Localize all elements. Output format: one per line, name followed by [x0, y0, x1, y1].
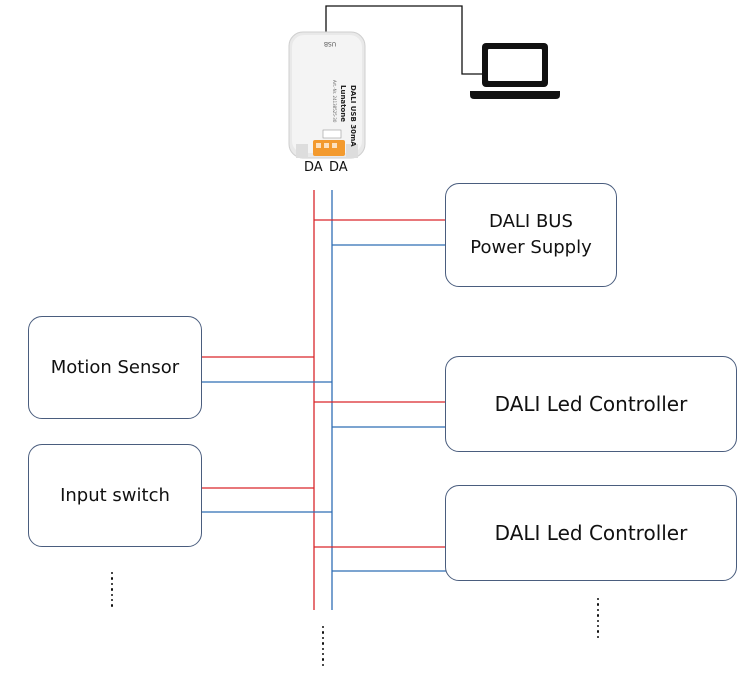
device-article-text: Art.-Nr. 24138525-30: [332, 80, 337, 123]
power-supply-line2: Power Supply: [470, 237, 592, 258]
terminal-label-da-2: DA: [329, 160, 348, 175]
motion-sensor-label: Motion Sensor: [50, 356, 180, 378]
ellipsis-icon: [110, 572, 114, 607]
power-supply-box[interactable]: DALI BUS Power Supply: [445, 183, 617, 287]
terminal-label-da-1: DA: [304, 160, 323, 175]
led-controller-1-label: DALI Led Controller: [494, 392, 688, 416]
input-switch-label: Input switch: [60, 484, 170, 506]
led-controller-2-label: DALI Led Controller: [494, 521, 688, 545]
laptop-icon: [470, 43, 560, 99]
ellipsis-icon: [321, 626, 325, 667]
input-switch-box[interactable]: Input switch: [28, 444, 202, 547]
power-supply-line1: DALI BUS: [489, 211, 573, 232]
usb-cable: [325, 5, 482, 75]
usb-port-label: USB: [324, 40, 336, 47]
led-controller-box-2[interactable]: DALI Led Controller: [445, 485, 737, 581]
led-controller-box-1[interactable]: DALI Led Controller: [445, 356, 737, 452]
usb-dali-interface-icon: USB DALI USB 30mA Lunatone Art.-Nr. 2413…: [288, 31, 366, 159]
ellipsis-icon: [596, 598, 600, 639]
motion-sensor-box[interactable]: Motion Sensor: [28, 316, 202, 419]
device-brand-text: Lunatone: [339, 85, 347, 122]
device-model-text: DALI USB 30mA: [349, 85, 357, 147]
